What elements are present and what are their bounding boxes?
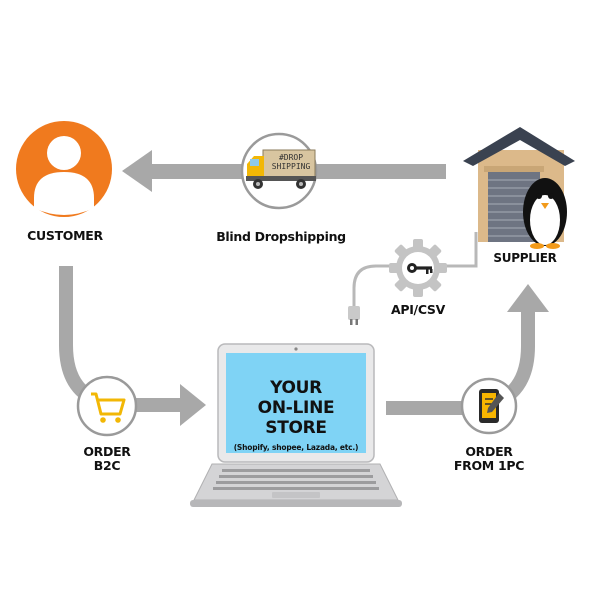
truck-sign-line1: #DROP <box>278 153 304 162</box>
cart-icon <box>76 375 138 437</box>
gear-key-icon <box>389 239 447 297</box>
plug-icon <box>348 306 360 325</box>
phone-order-icon <box>460 377 518 435</box>
order-b2c-line1: ORDER <box>83 444 131 459</box>
store-title-line2: ON-LINE STORE <box>257 398 335 438</box>
order-b2c-label: ORDER B2C <box>64 444 150 474</box>
customer-icon <box>16 121 112 217</box>
truck-sign: #DROP SHIPPING <box>268 153 314 171</box>
store-platforms: (Shopify, shopee, Lazada, etc.) <box>233 443 359 452</box>
customer-label: CUSTOMER <box>27 228 103 243</box>
api-csv-label: API/CSV <box>390 302 446 317</box>
store-title-line1: YOUR <box>270 378 322 398</box>
supplier-label: SUPPLIER <box>493 251 557 265</box>
order-b2c-line2: B2C <box>93 458 121 474</box>
laptop-icon <box>190 343 402 507</box>
store-screen-text: YOUR ON-LINE STORE (Shopify, shopee, Laz… <box>226 352 366 452</box>
order-1pc-line1: ORDER <box>465 444 513 459</box>
blind-dropshipping-label: Blind Dropshipping <box>216 229 346 244</box>
truck-icon <box>240 132 318 210</box>
order-1pc-label: ORDER FROM 1PC <box>446 444 532 474</box>
penguin-icon <box>523 178 567 249</box>
truck-sign-line2: SHIPPING <box>271 162 311 171</box>
api-wire <box>352 232 478 312</box>
order-1pc-line2: FROM 1PC <box>453 458 525 474</box>
